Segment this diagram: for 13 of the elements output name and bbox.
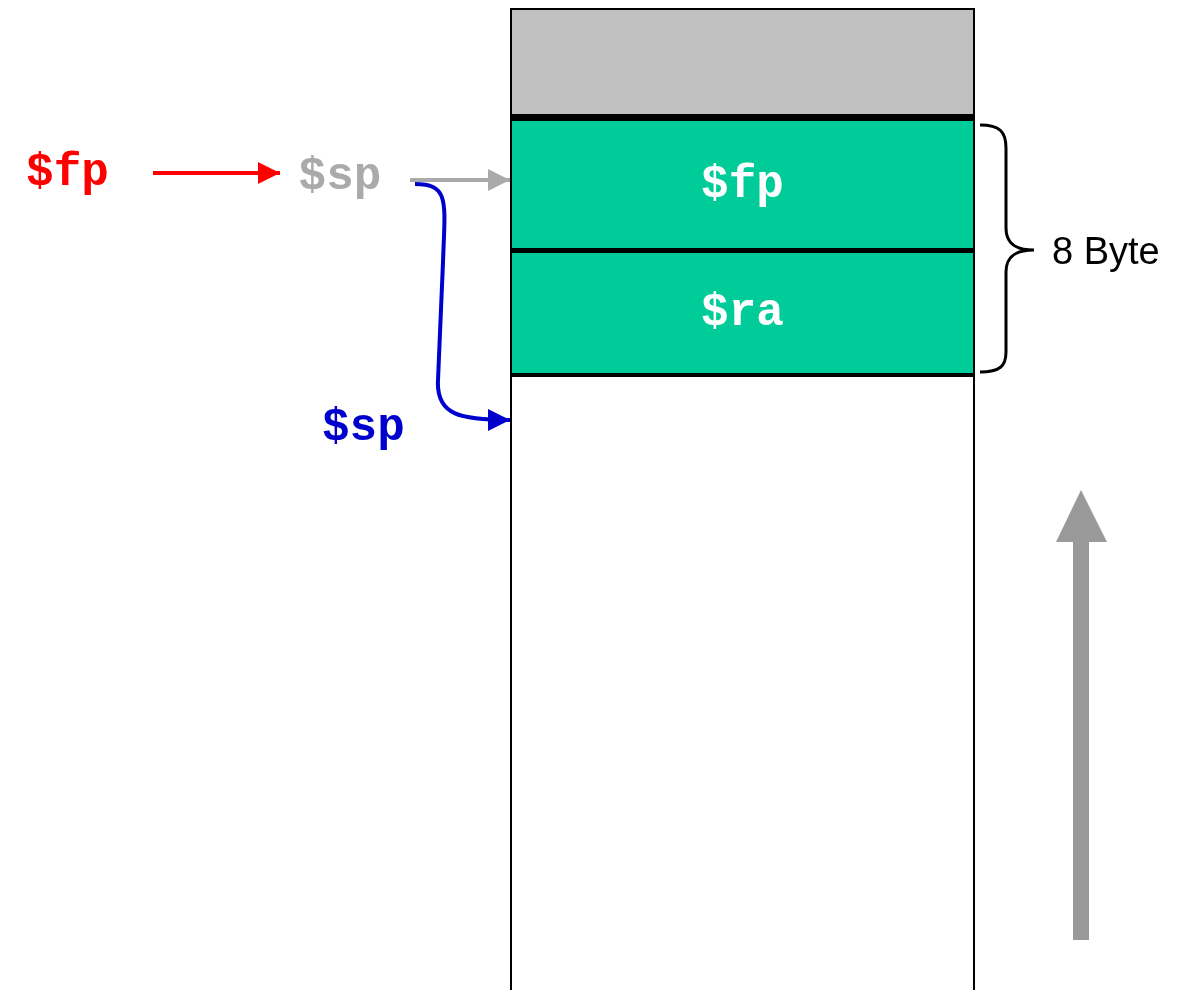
- register-label: $sp: [280, 152, 400, 202]
- register-label: $fp: [10, 148, 125, 198]
- slot-label: $ra: [701, 290, 784, 336]
- stack-slot: [510, 251, 975, 375]
- arrow: [410, 169, 510, 191]
- size-label: 8 Byte: [1052, 232, 1160, 270]
- arrow: [414, 182, 510, 431]
- stack-slot: [510, 8, 975, 118]
- stack-slot: [510, 118, 975, 251]
- register-label: $sp: [322, 405, 405, 451]
- arrow: [153, 162, 280, 184]
- stack-area: [510, 375, 975, 990]
- slot-label: $fp: [701, 161, 784, 208]
